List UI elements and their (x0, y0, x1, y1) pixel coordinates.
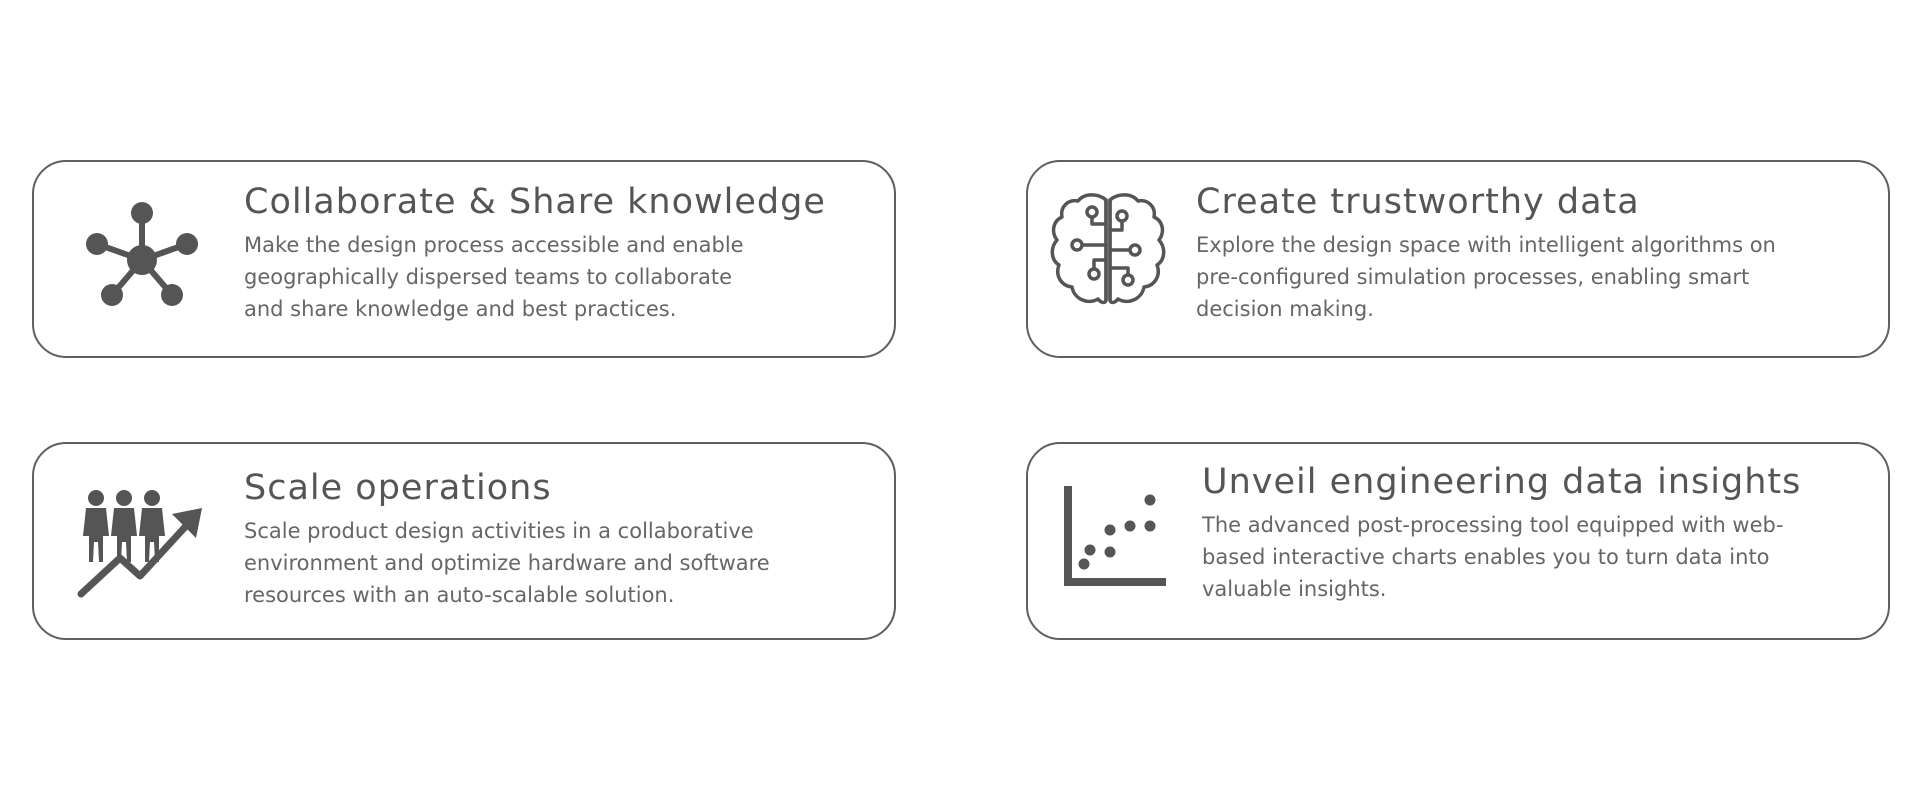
card-description: Scale product design activities in a col… (244, 519, 770, 607)
card-title: Collaborate & Share knowledge (244, 182, 826, 222)
brain-circuit-icon (1050, 193, 1166, 305)
card-text: Scale operations Scale product design ac… (244, 466, 864, 611)
scatter-chart-icon (1064, 486, 1166, 586)
card-text: Create trustworthy data Explore the desi… (1196, 180, 1866, 325)
team-growth-icon (77, 490, 202, 598)
feature-card-data-insights: Unveil engineering data insights The adv… (1026, 442, 1890, 640)
feature-card-trustworthy-data: Create trustworthy data Explore the desi… (1026, 160, 1890, 358)
card-title: Unveil engineering data insights (1202, 462, 1802, 502)
card-description: The advanced post-processing tool equipp… (1202, 513, 1784, 601)
card-title: Scale operations (244, 468, 552, 508)
card-title: Create trustworthy data (1196, 182, 1640, 222)
feature-card-scale-operations: Scale operations Scale product design ac… (32, 442, 896, 640)
card-description: Explore the design space with intelligen… (1196, 233, 1776, 321)
card-description: Make the design process accessible and e… (244, 233, 744, 321)
feature-card-collaborate: Collaborate & Share knowledge Make the d… (32, 160, 896, 358)
card-text: Collaborate & Share knowledge Make the d… (244, 180, 864, 325)
card-text: Unveil engineering data insights The adv… (1202, 460, 1872, 605)
network-hub-icon (86, 202, 198, 306)
